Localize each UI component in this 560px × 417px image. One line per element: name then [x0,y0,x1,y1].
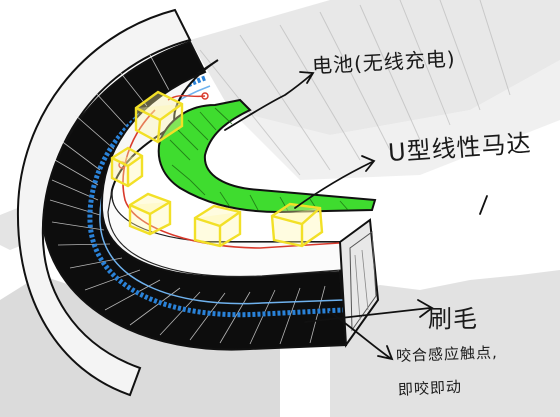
annotation-arrows [224,71,488,361]
bite-to-start-label: 即咬即动 [397,377,463,399]
arrow-battery [224,73,313,131]
motor-3 [128,192,172,236]
cross-section [338,218,380,348]
bite-sensor-label: 咬合感应触点, [395,343,499,365]
bristles-label: 刷毛 [428,305,478,333]
sensor-strip [87,75,344,318]
arrow-sensor [329,311,391,359]
battery-hatching [169,107,349,212]
motor-5 [270,202,324,248]
inner-tray-floor [107,189,343,278]
motor-4 [193,204,242,248]
arrow-motor [294,161,373,209]
arrow-bristle [304,307,431,323]
motor-mark [479,195,488,215]
bristle-hatching [49,54,326,345]
battery [157,98,377,214]
motor-2 [110,146,144,188]
motor-1 [134,90,184,144]
linear-motors [110,90,324,248]
